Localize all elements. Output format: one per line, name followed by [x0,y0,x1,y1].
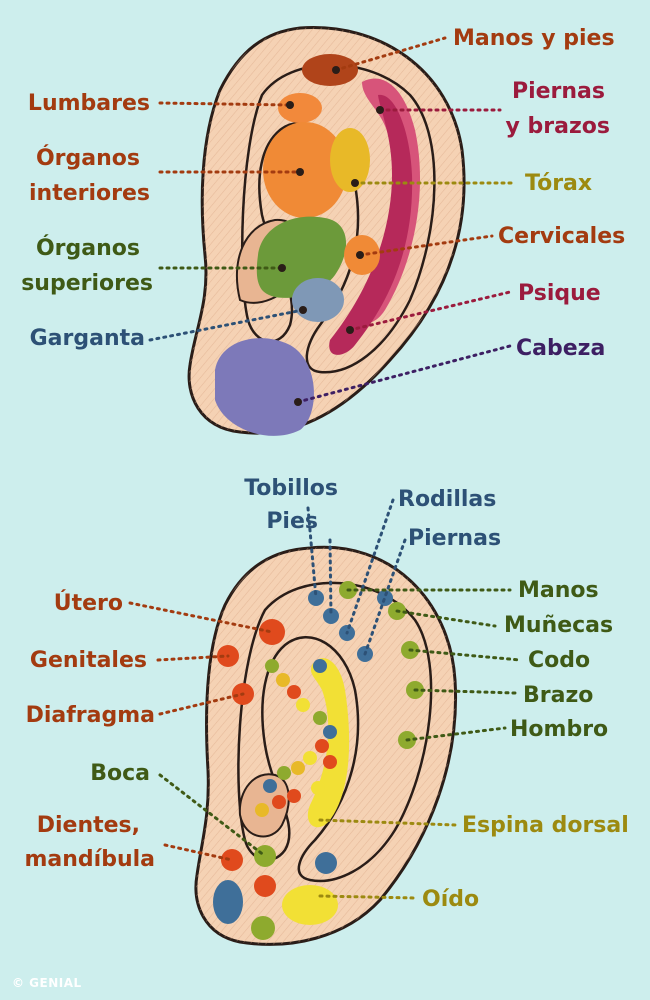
leader-cabeza [296,344,512,404]
point-dientes[interactable] [221,849,243,871]
bottom-ear: Tobillos Pies Rodillas Piernas Útero Man… [24,476,629,946]
label-torax: Tórax [525,171,592,196]
leader-tobillos [306,506,318,600]
label-dientes-1: Dientes, [37,813,140,838]
leader-pies [328,538,333,618]
point-mandibula[interactable] [254,875,276,897]
leader-hombro [405,726,507,742]
leader-brazo [413,688,517,695]
zone-oido[interactable] [282,885,338,925]
label-diafragma: Diafragma [26,703,155,728]
point-tobillos[interactable] [308,590,324,606]
leader-dientes [163,843,234,862]
point-extra-blue[interactable] [377,590,393,606]
zone-garganta[interactable] [292,278,344,322]
leader-munecas [395,609,497,628]
leader-boca [158,773,267,858]
leader-cervicales [358,234,494,257]
label-boca: Boca [90,761,150,786]
label-pies: Pies [266,509,318,534]
leader-psique [348,290,512,332]
zone-torax[interactable] [330,128,370,192]
leader-oido [318,894,417,900]
label-piernas-b: Piernas [408,526,501,551]
label-organos-int-2: interiores [29,181,150,206]
label-tobillos: Tobillos [244,476,338,501]
point-lobulo-verde[interactable] [251,916,275,940]
label-piernas-1: Piernas [512,79,605,104]
point-boca[interactable] [254,845,276,867]
label-cervicales: Cervicales [498,224,625,249]
point-pies[interactable] [323,608,339,624]
leader-piernas-b [363,538,407,656]
leader-espina [318,818,457,827]
leader-codo [408,648,522,662]
zone-organos-interiores[interactable] [263,122,347,218]
label-munecas: Muñecas [504,613,613,638]
label-lumbares: Lumbares [28,91,150,116]
label-rodillas: Rodillas [398,487,496,512]
zone-lumbares[interactable] [278,93,322,123]
label-manos-b: Manos [518,578,599,603]
label-hombro: Hombro [510,717,608,742]
label-brazo: Brazo [523,683,593,708]
leader-diafragma [158,692,245,716]
label-codo: Codo [528,648,590,673]
zone-lobulo-azul[interactable] [213,880,243,924]
label-genitales: Genitales [30,648,147,673]
leader-lumbares [158,101,292,107]
leader-genitales [156,654,230,662]
leader-rodillas [345,498,395,635]
point-lobulo-azul2[interactable] [315,852,337,874]
leader-utero [128,601,274,634]
label-piernas-2: y brazos [506,114,610,139]
zone-psique[interactable] [329,94,413,355]
label-garganta: Garganta [30,326,145,351]
leader-manos-pies [334,36,447,72]
label-manos-pies: Manos y pies [453,26,615,51]
small-points [255,659,337,817]
zone-cabeza[interactable] [215,338,314,436]
leader-garganta [148,308,305,342]
label-cabeza: Cabeza [516,336,605,361]
point-utero[interactable] [259,619,285,645]
zone-manos-pies[interactable] [302,54,358,86]
label-espina: Espina dorsal [462,813,629,838]
label-oido: Oído [422,887,479,912]
label-organos-int-1: Órganos [36,145,140,171]
label-organos-sup-1: Órganos [36,235,140,261]
label-dientes-2: mandíbula [24,847,155,872]
zone-organos-superiores[interactable] [256,216,347,298]
label-utero: Útero [54,590,123,616]
zone-espina-dorsal[interactable] [307,658,350,828]
label-organos-sup-2: superiores [21,271,153,296]
watermark: © GENIAL [12,976,82,990]
top-ear: Manos y pies Piernas y brazos Lumbares Ó… [21,26,625,436]
label-psique: Psique [518,281,601,306]
